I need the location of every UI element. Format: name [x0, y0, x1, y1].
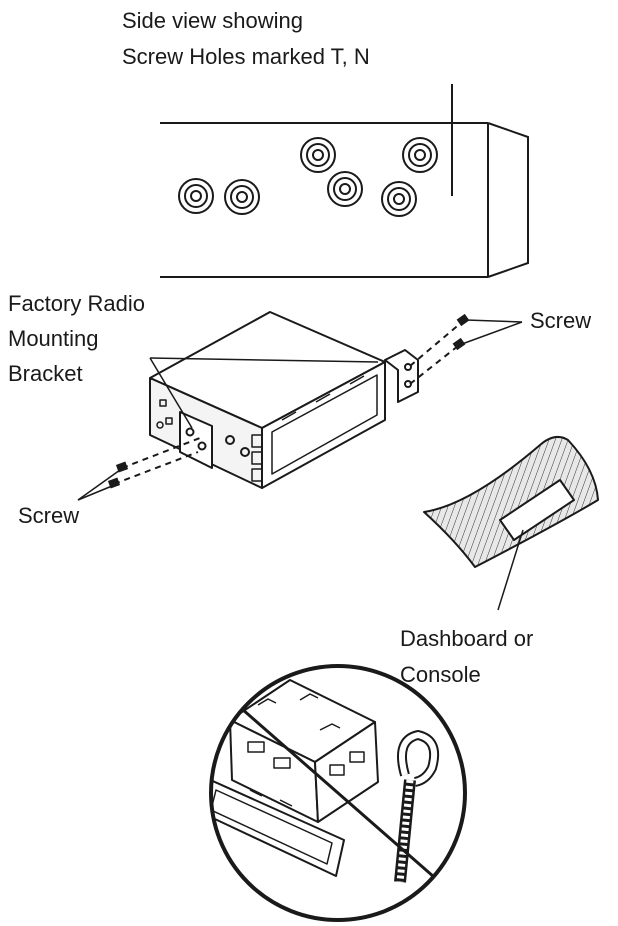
right-mounting-bracket: [384, 349, 419, 403]
side-view-title-line2: Screw Holes marked T, N: [122, 44, 370, 69]
bracket-leader-lines: [149, 357, 379, 429]
screw-label-right: Screw: [530, 308, 592, 333]
bracket-label-line3: Bracket: [8, 361, 83, 386]
screw-holes: [178, 137, 438, 217]
trim-ring: [211, 777, 345, 877]
bracket-label-line2: Mounting: [8, 326, 99, 351]
right-screws: [409, 313, 523, 385]
universal-cage-sleeve: [229, 679, 379, 823]
side-view-chassis: [160, 84, 529, 278]
screw-hole-4: [327, 171, 363, 207]
bracket-label-line1: Factory Radio: [8, 291, 145, 316]
dashboard-console: [423, 435, 599, 568]
screw-hole-2: [224, 179, 260, 215]
prohibited-items-circle: [209, 664, 467, 922]
metal-strap: [394, 730, 440, 883]
left-screws: [77, 437, 201, 501]
screw-hole-5: [402, 137, 438, 173]
radio-unit: [149, 311, 386, 489]
dashboard-label-line2: Console: [400, 662, 481, 687]
screw-hole-1: [178, 178, 214, 214]
screw-label-left: Screw: [18, 503, 80, 528]
screw-hole-6: [381, 181, 417, 217]
side-view-title-line1: Side view showing: [122, 8, 303, 33]
dashboard-label-line1: Dashboard or: [400, 626, 534, 651]
screw-hole-3: [300, 137, 336, 173]
dashboard-leader-line: [497, 529, 524, 611]
